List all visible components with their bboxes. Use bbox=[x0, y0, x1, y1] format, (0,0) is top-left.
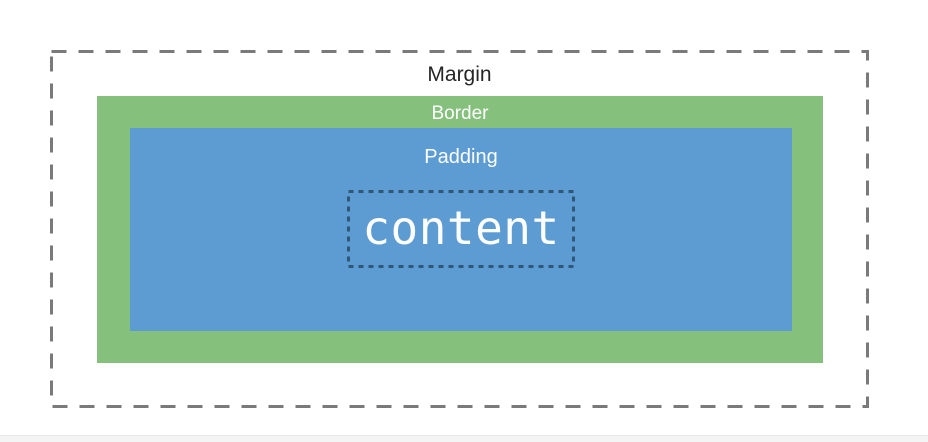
margin-box: Margin Border Padding content bbox=[50, 50, 869, 408]
border-box: Border Padding content bbox=[97, 96, 823, 363]
content-box: content bbox=[347, 190, 575, 268]
padding-label: Padding bbox=[424, 146, 498, 168]
page-bottom-strip bbox=[0, 435, 928, 442]
content-label: content bbox=[362, 201, 560, 255]
margin-label: Margin bbox=[427, 63, 492, 86]
padding-box: Padding content bbox=[130, 128, 792, 331]
border-label: Border bbox=[431, 103, 489, 124]
